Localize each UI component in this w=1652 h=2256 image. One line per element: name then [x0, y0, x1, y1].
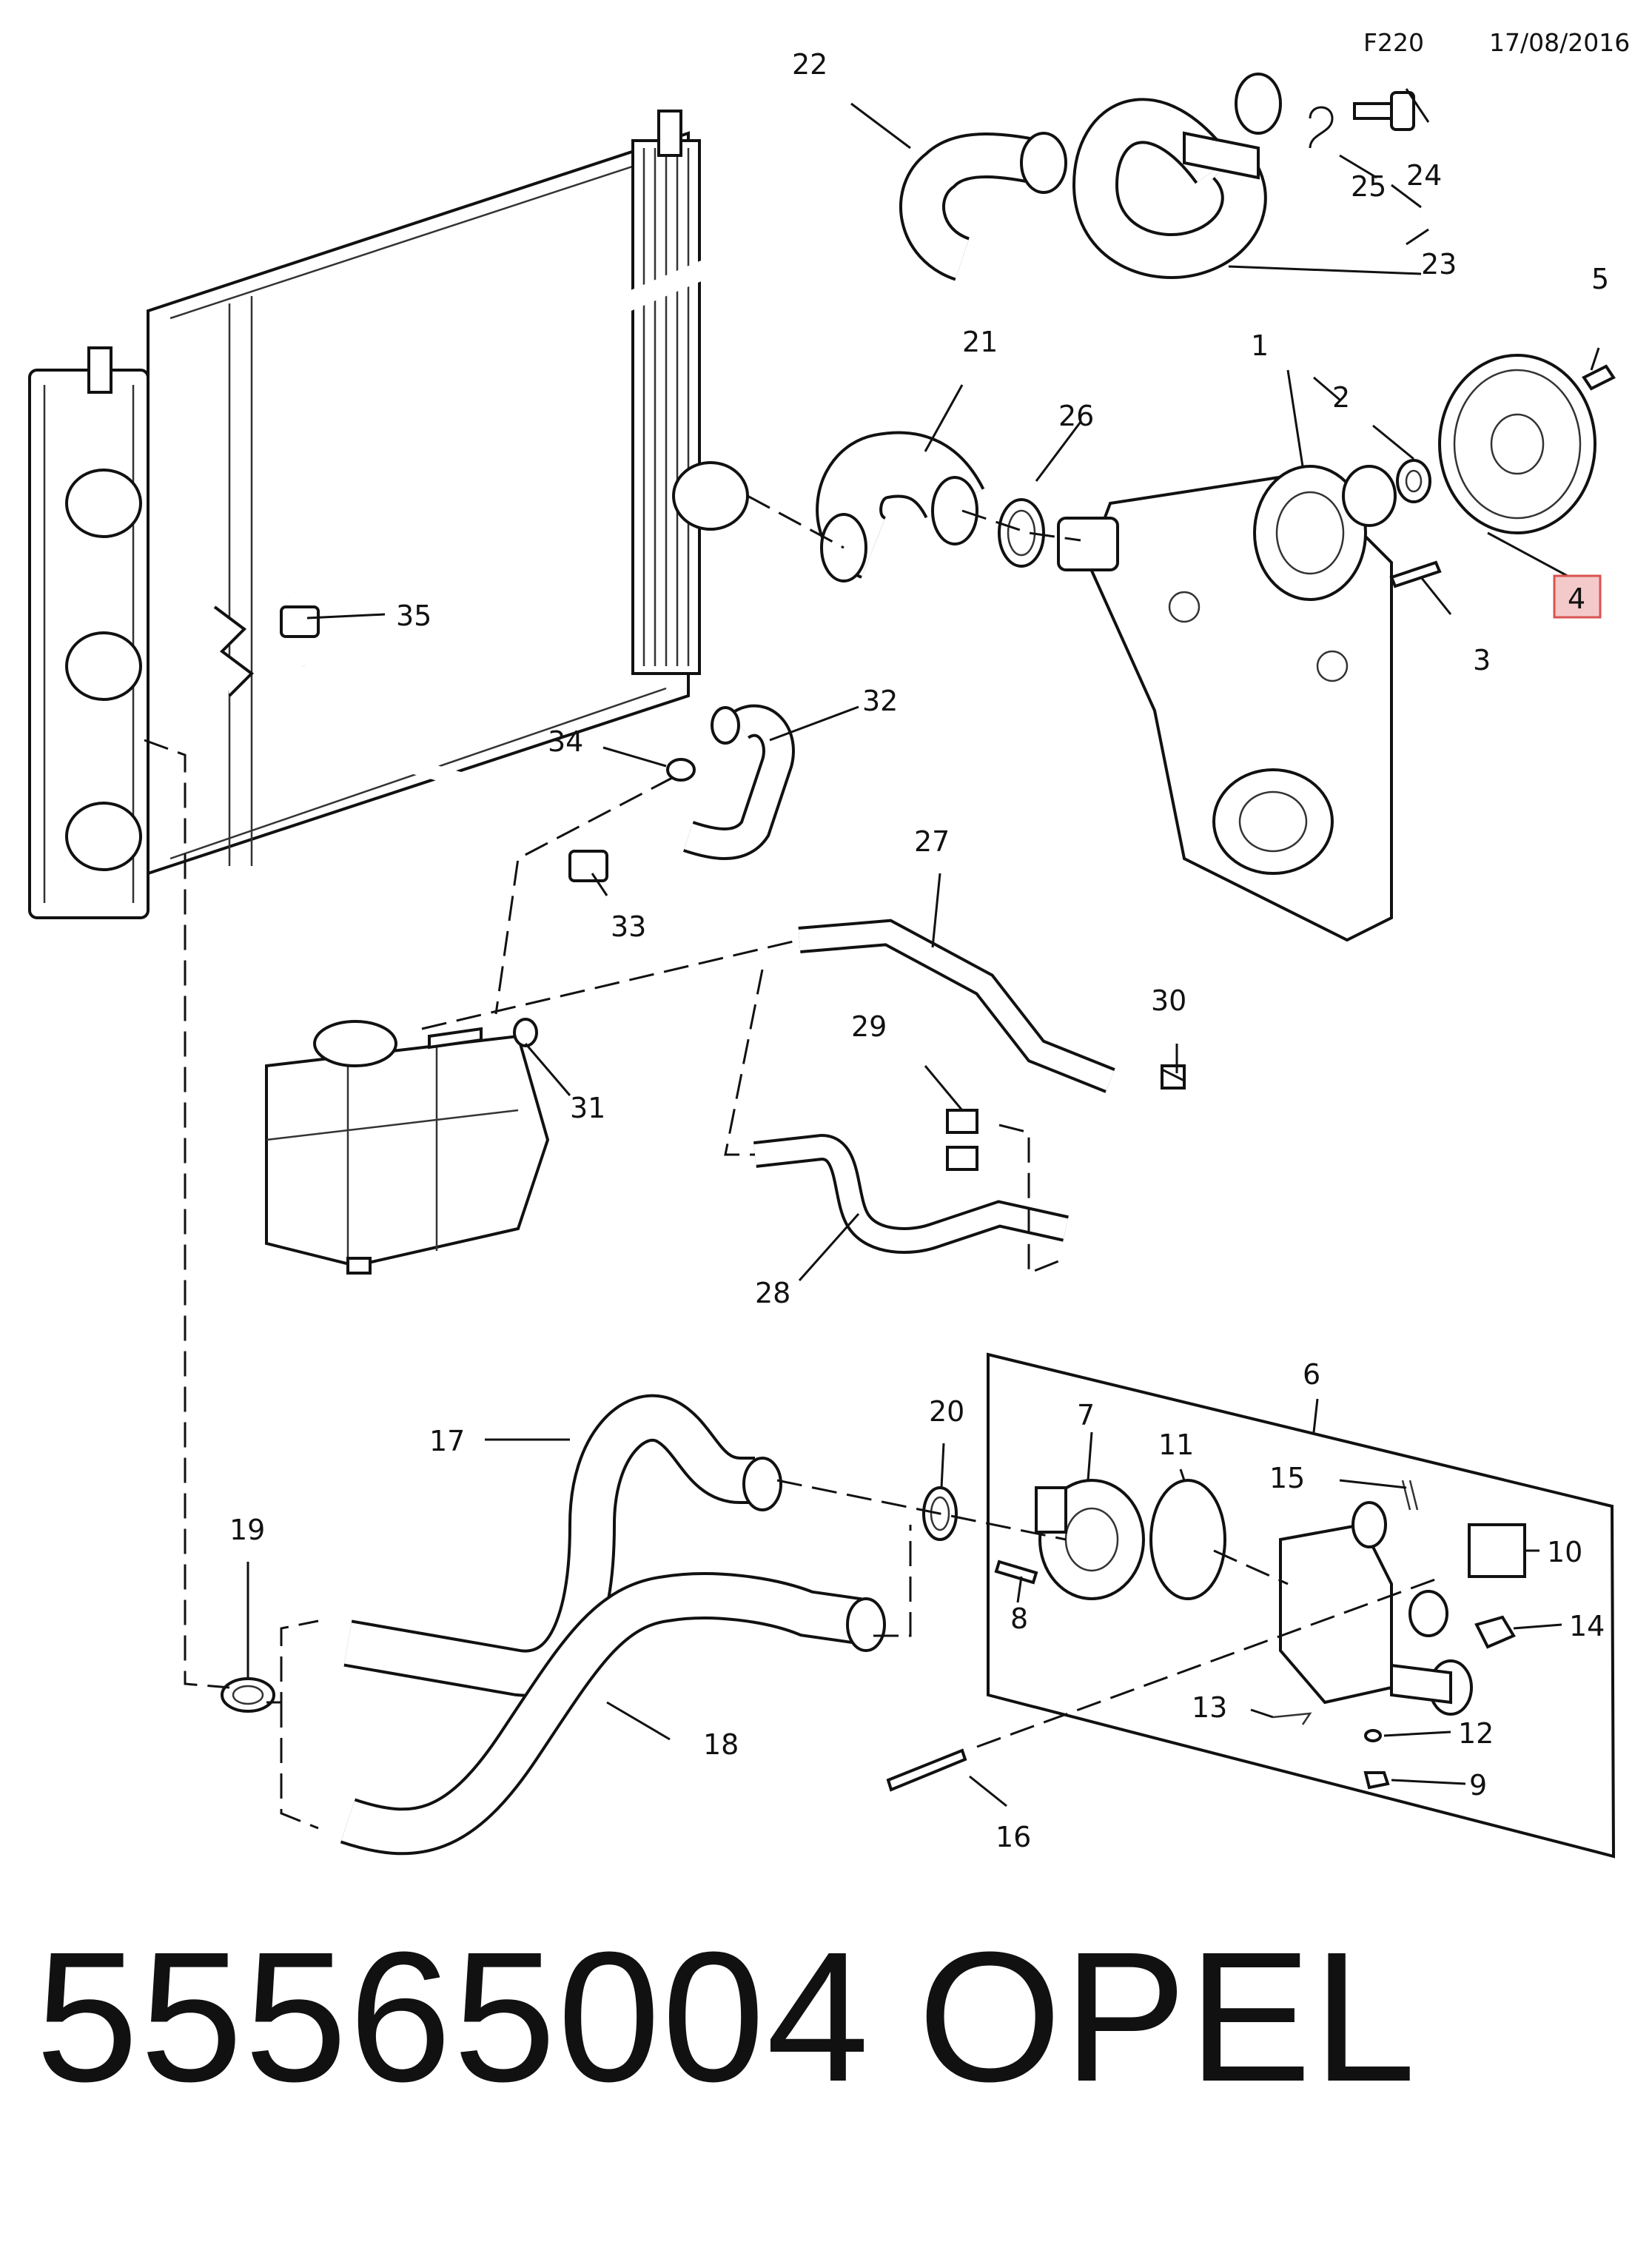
clip-25: [1309, 106, 1334, 149]
hose-32: [683, 704, 795, 860]
callout-1: 1: [1251, 329, 1269, 362]
callout-17: 17: [429, 1425, 465, 1457]
callout-26: 26: [1058, 400, 1094, 432]
clamp-29: [946, 1109, 978, 1171]
hose-18: [340, 1572, 886, 1856]
callout-22: 22: [792, 48, 827, 81]
radiator: [28, 110, 749, 919]
callout-3: 3: [1473, 644, 1491, 677]
callout-12: 12: [1458, 1717, 1494, 1750]
callout-5: 5: [1591, 263, 1609, 295]
plug-9: [1363, 1771, 1390, 1790]
callout-30: 30: [1151, 984, 1186, 1017]
clamp-34: [666, 758, 696, 782]
bleed-screw-24: [1353, 91, 1415, 131]
callout-28: 28: [755, 1277, 790, 1309]
callout-20: 20: [929, 1395, 964, 1428]
washer-12: [1364, 1729, 1382, 1742]
callout-33: 33: [611, 910, 646, 943]
sensor-14: [1474, 1615, 1516, 1649]
thermostat-7: [1035, 1479, 1145, 1600]
assembly-box-6: [987, 1352, 1616, 1859]
hose-22: [899, 132, 1067, 281]
callout-labels: 1 2 3 4 5 6 7 8 9 10 11 12 13 14 15 16 1…: [229, 48, 1609, 1853]
callout-24: 24: [1406, 159, 1442, 192]
callout-9: 9: [1469, 1769, 1487, 1802]
callout-11: 11: [1158, 1429, 1194, 1461]
callout-7: 7: [1077, 1399, 1095, 1431]
part-number: 55565004: [36, 1913, 871, 2120]
highlight-box: [1553, 574, 1602, 619]
diagram-code: F220: [1363, 28, 1424, 57]
callout-25: 25: [1351, 170, 1386, 203]
callout-16: 16: [995, 1821, 1031, 1853]
leader-lines: [246, 88, 1600, 1807]
callout-8: 8: [1010, 1602, 1028, 1635]
bolt-3: [1389, 560, 1442, 588]
assembly-lines: [144, 494, 1444, 1830]
callout-18: 18: [703, 1728, 739, 1761]
bolt-16: [886, 1748, 967, 1792]
hose-21: [816, 431, 985, 583]
hose-17: [343, 1394, 782, 1697]
hose-27: [798, 919, 1115, 1093]
bolt-8: [994, 1560, 1038, 1585]
clamp-30: [1161, 1064, 1186, 1090]
clamp-26: [998, 498, 1045, 568]
diagram-date: 17/08/2016: [1489, 28, 1631, 57]
coolant-reservoir: [265, 1020, 550, 1275]
thermostat-housing: [1279, 1501, 1473, 1716]
callout-2: 2: [1332, 381, 1350, 414]
clip-15: [1401, 1480, 1419, 1511]
callout-4: 4: [1568, 583, 1585, 615]
callout-15: 15: [1269, 1462, 1305, 1494]
bolt-5: [1582, 364, 1616, 391]
water-pump-1: [1253, 465, 1397, 601]
clip-13: [1272, 1712, 1312, 1725]
callout-31: 31: [570, 1092, 605, 1124]
callout-35: 35: [396, 600, 432, 632]
clamp-19: [221, 1677, 275, 1713]
callout-6: 6: [1303, 1358, 1320, 1391]
callout-19: 19: [229, 1514, 265, 1546]
callout-27: 27: [914, 825, 950, 858]
callout-13: 13: [1192, 1691, 1227, 1724]
callout-10: 10: [1547, 1536, 1582, 1568]
hose-23: [1072, 73, 1282, 279]
callout-23: 23: [1421, 248, 1457, 281]
callout-34: 34: [548, 725, 583, 758]
clip-35: [280, 605, 320, 638]
brand-name: OPEL: [918, 1913, 1417, 2120]
callout-32: 32: [862, 685, 898, 717]
hose-28: [753, 1133, 1069, 1254]
seal-2: [1396, 459, 1431, 503]
seal-11: [1149, 1479, 1226, 1600]
callout-29: 29: [851, 1010, 887, 1043]
seal-10: [1468, 1523, 1526, 1578]
callout-14: 14: [1569, 1610, 1605, 1642]
pulley-4: [1438, 354, 1596, 534]
clamp-31: [513, 1018, 538, 1047]
upper-radiator-hose: [281, 218, 926, 845]
clip-33: [568, 850, 608, 882]
callout-21: 21: [962, 326, 998, 358]
